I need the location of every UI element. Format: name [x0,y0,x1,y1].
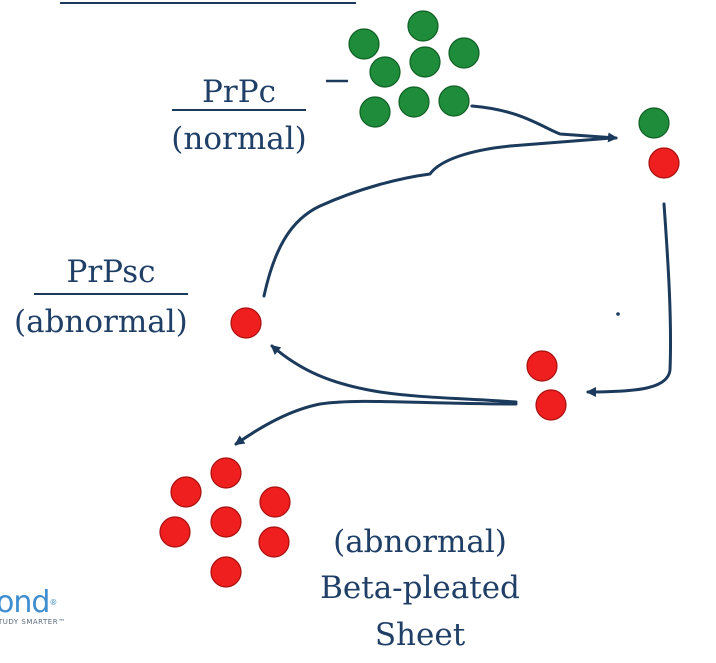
normal-protein [398,86,430,118]
abnormal-protein [159,516,191,548]
normal-protein [409,46,441,78]
abnormal-protein [210,457,242,489]
normal-protein [638,107,670,139]
abnormal-protein [258,526,290,558]
prpc-name-label: PrPc [202,74,276,110]
normal-protein [369,56,401,88]
registered-mark: ® [49,598,57,607]
normal-protein [359,96,391,128]
abnormal-protein [259,486,291,518]
sheet-desc-label: (abnormal) [333,524,507,560]
normal-protein [407,10,439,42]
brand-logo: ond® TUDY SMARTER™ [0,588,66,627]
arrow-to-sheet [234,399,518,446]
abnormal-protein [526,350,558,382]
stray-dot [616,312,620,316]
abnormal-protein [535,389,567,421]
arrow-pair-right-loop [586,202,673,397]
normal-protein [348,28,380,60]
arrow-normal-to-pair [470,104,618,143]
abnormal-protein [648,147,680,179]
prpc-desc-label: (normal) [171,121,307,157]
abnormal-protein [170,476,202,508]
brand-logo-word: ond [0,585,50,620]
beta-sheet-cluster [159,457,291,588]
prpsc-desc-label: (abnormal) [14,304,188,340]
abnormal-protein [210,556,242,588]
normal-protein [438,85,470,117]
prpsc-name-label: PrPsc [66,254,156,290]
arrow-abnormal-up-and-over [262,136,614,298]
sheet-type-label: Beta-pleated [320,570,520,606]
normal-protein [448,37,480,69]
abnormal-protein [230,307,262,339]
sheet-name-label: Sheet [374,617,466,653]
normal-protein-cluster [348,10,480,128]
brand-tagline: TUDY SMARTER™ [0,618,66,626]
abnormal-protein [210,506,242,538]
arrow-to-abnormal-single [270,344,518,404]
